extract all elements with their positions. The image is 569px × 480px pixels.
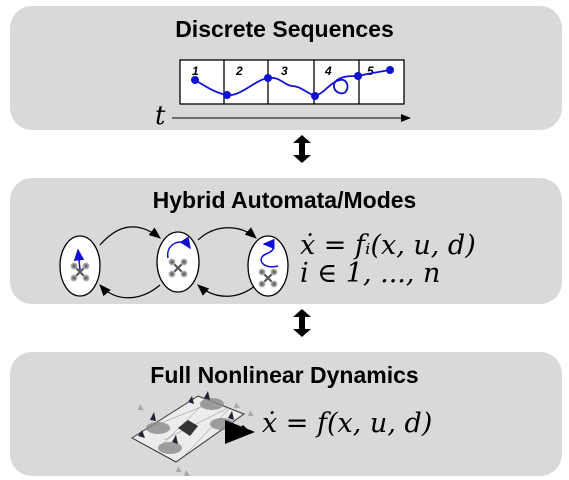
mode-node-3 xyxy=(247,235,289,297)
panel-hybrid-automata xyxy=(10,178,562,304)
dynamics-arrow xyxy=(224,419,255,444)
cell-label-4: 4 xyxy=(324,64,332,78)
cell-label-2: 2 xyxy=(235,64,243,78)
cell-label-3: 3 xyxy=(281,64,288,78)
title-discrete-sequences: Discrete Sequences xyxy=(175,16,394,42)
title-full-dynamics: Full Nonlinear Dynamics xyxy=(150,362,419,388)
quadrotor-icon-3 xyxy=(258,268,278,288)
mode-dynamics-equation: ẋ = fᵢ(x, u, d) xyxy=(300,230,476,261)
mode-index-equation: i ∈ 1, ..., n xyxy=(300,258,441,289)
quadrotor-plane xyxy=(131,391,254,476)
cell-label-5: 5 xyxy=(367,64,374,78)
double-arrow-top xyxy=(293,135,311,163)
panel-full-dynamics xyxy=(10,352,562,476)
time-label: t xyxy=(155,101,166,131)
quadrotor-icon-1 xyxy=(70,262,90,282)
title-hybrid-automata: Hybrid Automata/Modes xyxy=(152,187,417,213)
double-arrow-bottom xyxy=(293,309,311,337)
sequence-points xyxy=(191,66,394,100)
full-dynamics-equation: ẋ = f(x, u, d) xyxy=(262,408,433,439)
discrete-trajectory xyxy=(194,69,391,97)
mode-node-2 xyxy=(156,231,200,293)
cell-label-1: 1 xyxy=(192,64,199,78)
mode-node-1 xyxy=(59,235,101,297)
sequence-strip xyxy=(179,59,405,105)
quadrotor-icon-2 xyxy=(168,258,188,278)
automaton-transitions xyxy=(99,226,257,299)
